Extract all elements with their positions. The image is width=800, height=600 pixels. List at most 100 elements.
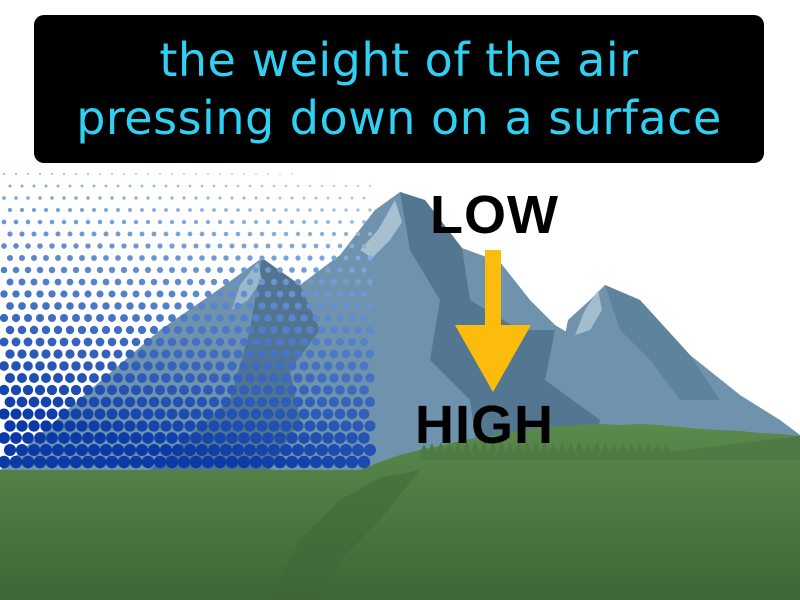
air-particle-dot xyxy=(360,314,368,322)
air-particle-dot xyxy=(12,266,20,274)
air-particle-dot xyxy=(301,267,307,273)
air-particle-dot xyxy=(51,443,65,457)
air-particle-dot xyxy=(58,408,70,420)
air-particle-dot xyxy=(232,444,244,456)
air-particle-dot xyxy=(37,219,43,225)
air-particle-dot xyxy=(134,196,138,200)
air-particle-dot xyxy=(28,420,40,432)
air-particle-dot xyxy=(158,196,162,200)
air-particle-dot xyxy=(337,243,343,249)
air-particle-dot xyxy=(135,443,149,457)
air-particle-dot xyxy=(209,373,219,383)
air-particle-dot xyxy=(255,173,257,175)
air-particle-dot xyxy=(113,349,123,359)
air-particle-dot xyxy=(153,455,167,469)
air-particle-dot xyxy=(48,290,56,298)
air-particle-dot xyxy=(196,444,208,456)
air-particle-dot xyxy=(111,443,125,457)
air-particle-dot xyxy=(94,432,106,444)
low-pressure-label: LOW xyxy=(430,185,559,245)
air-particle-dot xyxy=(14,196,18,200)
air-particle-dot xyxy=(324,314,332,322)
air-particle-dot xyxy=(234,278,242,286)
air-particle-dot xyxy=(232,396,244,408)
air-particle-dot xyxy=(229,243,235,249)
air-particle-dot xyxy=(57,455,71,469)
air-particle-dot xyxy=(24,266,32,274)
air-particle-dot xyxy=(316,396,328,408)
air-particle-dot xyxy=(133,219,139,225)
air-particle-dot xyxy=(125,373,135,383)
air-particle-dot xyxy=(73,219,79,225)
air-particle-dot xyxy=(154,384,166,396)
air-particle-dot xyxy=(163,231,169,237)
air-particle-dot xyxy=(211,231,217,237)
air-particle-dot xyxy=(188,184,192,188)
air-particle-dot xyxy=(171,173,173,175)
air-particle-dot xyxy=(362,196,366,200)
air-particle-dot xyxy=(171,443,185,457)
air-particle-dot xyxy=(133,243,139,249)
air-particle-dot xyxy=(203,361,213,371)
air-particle-dot xyxy=(346,432,358,444)
air-particle-dot xyxy=(34,384,46,396)
air-particle-dot xyxy=(270,326,278,334)
air-particle-dot xyxy=(326,196,330,200)
air-particle-dot xyxy=(287,385,297,395)
air-particle-dot xyxy=(105,455,119,469)
grassland xyxy=(0,424,800,600)
air-particle-dot xyxy=(129,455,143,469)
air-particle-dot xyxy=(304,444,316,456)
air-particle-dot xyxy=(159,173,161,175)
air-particle-dot xyxy=(354,326,362,334)
air-particle-dot xyxy=(223,255,229,261)
air-particle-dot xyxy=(235,255,241,261)
air-particle-dot xyxy=(180,266,188,274)
air-particle-dot xyxy=(306,278,314,286)
air-particle-dot xyxy=(280,420,292,432)
air-particle-dot xyxy=(211,255,217,261)
air-particle-dot xyxy=(118,384,130,396)
air-particle-dot xyxy=(253,219,259,225)
air-particle-dot xyxy=(91,255,97,261)
air-particle-dot xyxy=(138,278,146,286)
air-particle-dot xyxy=(260,208,264,212)
air-particle-dot xyxy=(42,302,50,310)
air-particle-dot xyxy=(275,337,285,347)
air-particle-dot xyxy=(178,384,190,396)
air-particle-dot xyxy=(3,173,5,175)
air-particle-dot xyxy=(63,173,65,175)
snow-highlight-3 xyxy=(232,262,262,310)
air-particle-dot xyxy=(90,302,98,310)
air-particle-dot xyxy=(35,313,45,323)
air-particle-dot xyxy=(53,325,63,335)
air-particle-dot xyxy=(89,349,99,359)
air-particle-dot xyxy=(83,361,93,371)
air-particle-dot xyxy=(180,314,188,322)
air-particle-dot xyxy=(345,455,359,469)
air-particle-dot xyxy=(254,196,258,200)
air-particle-dot xyxy=(35,337,45,347)
air-particle-dot xyxy=(272,208,276,212)
air-particle-dot xyxy=(305,349,315,359)
air-particle-dot xyxy=(103,255,109,261)
air-particle-dot xyxy=(170,196,174,200)
air-particle-dot xyxy=(328,396,340,408)
air-particle-dot xyxy=(178,432,190,444)
air-particle-dot xyxy=(59,313,69,323)
air-particle-dot xyxy=(197,373,207,383)
air-particle-dot xyxy=(30,254,38,262)
air-particle-dot xyxy=(154,408,166,420)
air-particle-dot xyxy=(72,314,80,322)
air-particle-dot xyxy=(199,255,205,261)
air-particle-dot xyxy=(108,290,116,298)
air-particle-dot xyxy=(310,408,322,420)
air-particle-dot xyxy=(22,432,34,444)
air-particle-dot xyxy=(15,173,17,175)
air-particle-dot xyxy=(99,173,101,175)
air-particle-dot xyxy=(290,196,294,200)
air-particle-dot xyxy=(264,314,272,322)
air-particle-dot xyxy=(157,243,163,249)
air-particle-dot xyxy=(65,325,75,335)
air-particle-dot xyxy=(79,255,85,261)
